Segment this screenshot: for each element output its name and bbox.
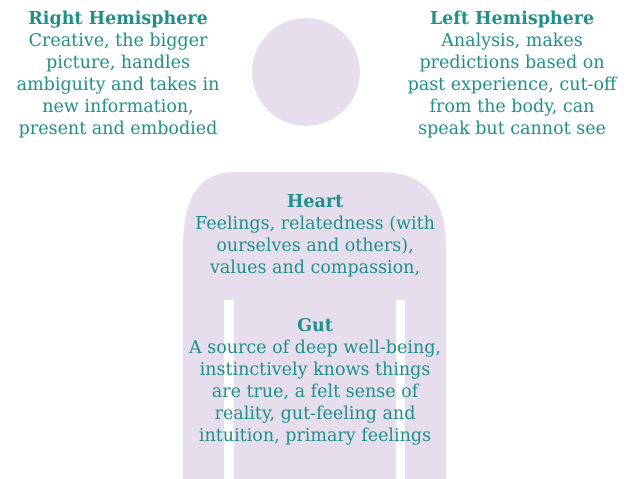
left-hemisphere-line: Analysis, makes (398, 30, 626, 52)
heart-line: ourselves and others), (150, 235, 480, 257)
left-hemisphere-block: Left Hemisphere Analysis, makes predicti… (398, 8, 626, 140)
left-hemisphere-line: speak but cannot see (398, 118, 626, 140)
heart-block: Heart Feelings, relatedness (with oursel… (150, 191, 480, 279)
left-hemisphere-title: Left Hemisphere (398, 8, 626, 30)
gut-line: instinctively knows things (150, 359, 480, 381)
gut-line: are true, a felt sense of (150, 381, 480, 403)
right-hemisphere-line: ambiguity and takes in (0, 74, 236, 96)
right-hemisphere-line: new information, (0, 96, 236, 118)
right-hemisphere-title: Right Hemisphere (0, 8, 236, 30)
gut-line: A source of deep well-being, (150, 337, 480, 359)
heart-line: values and compassion, (150, 257, 480, 279)
gut-line: intuition, primary feelings (150, 425, 480, 447)
gut-block: Gut A source of deep well-being, instinc… (150, 315, 480, 447)
gut-title: Gut (150, 315, 480, 337)
head-shape (252, 18, 360, 126)
gut-line: reality, gut-feeling and (150, 403, 480, 425)
heart-line: Feelings, relatedness (with (150, 213, 480, 235)
right-hemisphere-line: picture, handles (0, 52, 236, 74)
left-hemisphere-line: from the body, can (398, 96, 626, 118)
heart-title: Heart (150, 191, 480, 213)
left-hemisphere-line: past experience, cut-off (398, 74, 626, 96)
right-hemisphere-line: Creative, the bigger (0, 30, 236, 52)
left-hemisphere-line: predictions based on (398, 52, 626, 74)
right-hemisphere-block: Right Hemisphere Creative, the bigger pi… (0, 8, 236, 140)
right-hemisphere-line: present and embodied (0, 118, 236, 140)
